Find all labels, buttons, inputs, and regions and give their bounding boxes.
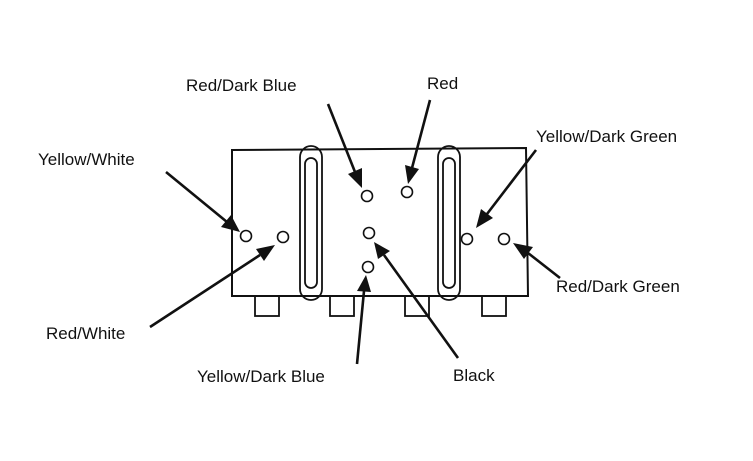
label-red: Red: [427, 74, 458, 93]
connector-slots: [299, 145, 461, 301]
wire-labels: Yellow/White Red/Dark Blue Red Yellow/Da…: [38, 74, 680, 386]
label-yellow-white: Yellow/White: [38, 150, 135, 169]
pin-yellow-dark-green: [460, 232, 474, 246]
label-yellow-dark-blue: Yellow/Dark Blue: [197, 367, 325, 386]
connector-body: [231, 146, 530, 297]
pin-red-dark-green: [497, 232, 511, 246]
pin-red: [400, 185, 414, 199]
label-red-dark-blue: Red/Dark Blue: [186, 76, 297, 95]
pin-red-dark-blue: [360, 189, 374, 203]
connector-tab-1: [254, 295, 280, 317]
leader-lines: [149, 99, 561, 365]
connector-tabs: [254, 295, 507, 317]
label-black: Black: [453, 366, 495, 385]
connector-tab-2: [329, 295, 355, 317]
pin-yellow-dark-blue: [361, 260, 375, 274]
leader-yellow-dark-green: [476, 149, 538, 228]
slot-left-inner: [304, 157, 318, 289]
terminal-pins: [239, 185, 511, 274]
label-red-white: Red/White: [46, 324, 125, 343]
pin-yellow-white: [239, 229, 253, 243]
slot-left-outer: [299, 145, 323, 301]
leader-red-dark-blue: [326, 103, 362, 188]
connector-tab-4: [481, 295, 507, 317]
label-red-dark-green: Red/Dark Green: [556, 277, 680, 296]
leader-red-dark-green: [513, 243, 561, 280]
leader-red: [405, 99, 432, 184]
slot-right-inner: [442, 157, 456, 289]
pin-black: [362, 226, 376, 240]
leader-black: [374, 242, 460, 359]
pin-red-white: [276, 230, 290, 244]
label-yellow-dark-green: Yellow/Dark Green: [536, 127, 677, 146]
leader-red-white: [149, 245, 275, 329]
leader-yellow-white: [165, 170, 240, 232]
leader-yellow-dark-blue: [355, 275, 371, 365]
slot-right-outer: [437, 145, 461, 301]
